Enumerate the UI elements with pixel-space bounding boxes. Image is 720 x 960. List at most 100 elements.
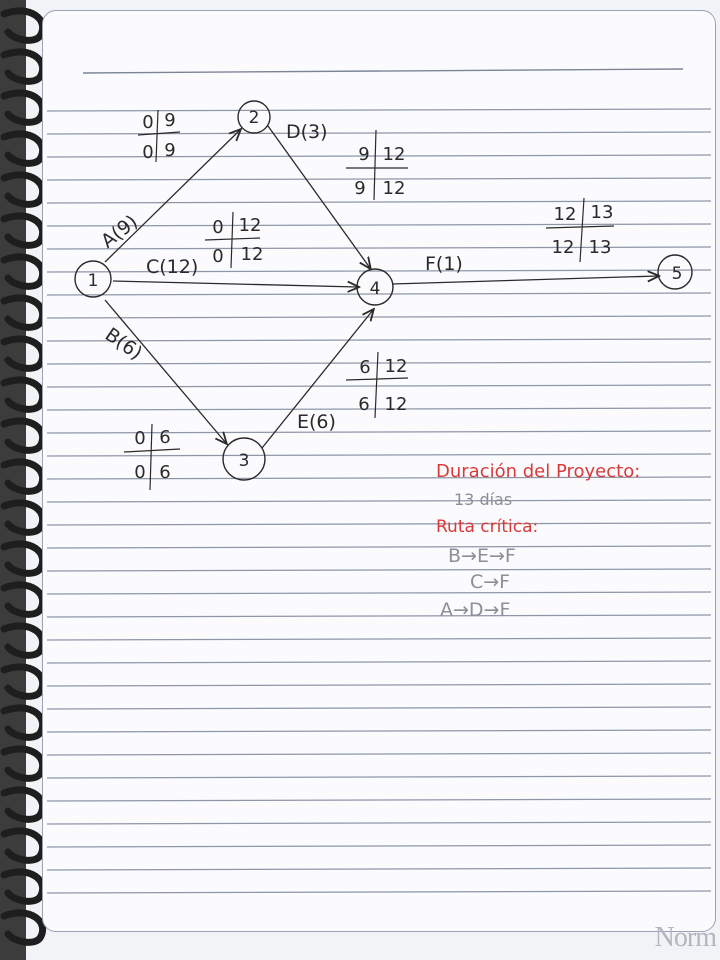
spiral-ring — [0, 540, 46, 577]
timebox-activity-e-ls: 6 — [358, 394, 369, 415]
spiral-ring — [0, 786, 46, 823]
node-2-label: 2 — [249, 108, 260, 128]
node-4-circle — [356, 268, 394, 306]
spiral-ring — [0, 745, 46, 782]
timebox-node-2-ef: 9 — [164, 110, 175, 131]
ruled-line — [46, 499, 712, 503]
timebox-node-2-es: 0 — [142, 112, 153, 133]
ruled-line — [46, 545, 712, 549]
ruled-line — [46, 591, 712, 595]
ruled-line — [46, 200, 712, 204]
timebox-node-2-lf: 9 — [164, 140, 175, 161]
edge-b — [104, 299, 226, 443]
project-summary: Duración del Proyecto: 13 días Ruta crít… — [436, 461, 640, 621]
ruled-line — [46, 867, 712, 871]
edge-f — [391, 276, 658, 285]
spiral-ring — [0, 89, 46, 126]
timebox-activity-e: 6 12 6 12 — [345, 351, 409, 419]
spiral-ring — [0, 909, 46, 946]
timebox-activity-d: 9 12 9 12 — [346, 129, 408, 201]
timebox-node-2: 0 9 0 9 — [137, 109, 181, 163]
timebox-activity-e-es: 6 — [359, 357, 370, 378]
timebox-activity-c-es: 0 — [212, 217, 223, 238]
timebox-activity-c-ef: 12 — [239, 215, 262, 236]
node-5-label: 5 — [672, 264, 683, 284]
ruled-line — [46, 177, 712, 181]
ruled-line — [46, 522, 712, 526]
ruled-line — [46, 752, 712, 756]
timebox-activity-b: 0 6 0 6 — [123, 423, 181, 491]
timebox-activity-d-ef: 12 — [383, 144, 406, 165]
ruled-line — [46, 821, 712, 825]
spiral-ring — [0, 130, 46, 167]
timebox-activity-f-es: 12 — [554, 204, 577, 225]
spiral-ring — [0, 253, 46, 290]
timebox-activity-b-es: 0 — [134, 428, 145, 449]
ruled-line — [46, 890, 712, 894]
edge-e — [261, 310, 373, 449]
spiral-ring — [0, 868, 46, 905]
spiral-ring — [0, 663, 46, 700]
activity-d-label: D(3) — [286, 121, 328, 143]
spiral-ring — [0, 294, 46, 331]
activity-b-label: B(6) — [101, 324, 146, 365]
node-2-circle — [237, 100, 271, 134]
timebox-activity-f: 12 13 12 13 — [545, 197, 615, 263]
ruled-line — [46, 361, 712, 365]
spiral-ring — [0, 581, 46, 618]
timebox-activity-d-ls: 9 — [354, 178, 365, 199]
paper-sheet — [42, 10, 716, 932]
spiral-ring — [0, 704, 46, 741]
ruled-line — [46, 706, 712, 710]
spiral-binding — [0, 7, 46, 946]
timebox-activity-c: 0 12 0 12 — [204, 211, 264, 269]
activity-a-label: A(9) — [97, 211, 142, 253]
spiral-ring — [0, 171, 46, 208]
spiral-ring — [0, 499, 46, 536]
timebox-activity-f-ls: 12 — [552, 237, 575, 258]
ruled-line — [46, 292, 712, 296]
timebox-activity-c-lf: 12 — [241, 244, 264, 265]
ruled-line — [46, 614, 712, 618]
node-1-circle — [74, 260, 112, 298]
timebox-activity-b-ef: 6 — [159, 427, 170, 448]
ruled-line — [46, 315, 712, 319]
spiral-ring — [0, 212, 46, 249]
timebox-activity-d-lf: 12 — [383, 178, 406, 199]
spiral-ring — [0, 827, 46, 864]
duration-value: 13 días — [454, 490, 512, 509]
ruled-line — [46, 384, 712, 388]
critical-path-1: B→E→F — [448, 545, 516, 567]
ruled-line — [46, 476, 712, 480]
spiral-ring — [0, 376, 46, 413]
ruled-line — [46, 683, 712, 687]
edge-a — [104, 130, 240, 263]
node-3-circle — [222, 437, 266, 481]
ruled-line — [46, 154, 712, 158]
spiral-ring — [0, 458, 46, 495]
timebox-activity-d-es: 9 — [358, 144, 369, 165]
timebox-activity-e-ef: 12 — [385, 356, 408, 377]
spiral-ring — [0, 417, 46, 454]
timebox-activity-c-ls: 0 — [212, 246, 223, 267]
duration-title: Duración del Proyecto: — [436, 461, 640, 482]
ruled-line — [46, 798, 712, 802]
spiral-ring — [0, 335, 46, 372]
edge-c — [112, 280, 358, 287]
timebox-node-2-ls: 0 — [142, 142, 153, 163]
ruled-line — [46, 568, 712, 572]
activity-f-label: F(1) — [425, 253, 463, 275]
timebox-activity-b-lf: 6 — [159, 462, 170, 483]
ruled-line — [46, 844, 712, 848]
critical-path-2: C→F — [470, 571, 510, 593]
ruled-line — [46, 269, 712, 273]
critical-path-3: A→D→F — [440, 599, 510, 621]
spiral-ring — [0, 7, 46, 44]
ruled-line — [46, 775, 712, 779]
ruled-line — [46, 223, 712, 227]
activity-c-label: C(12) — [146, 256, 198, 278]
ruled-line — [46, 637, 712, 641]
critical-path-title: Ruta crítica: — [436, 517, 538, 537]
timebox-activity-f-ef: 13 — [591, 202, 614, 223]
